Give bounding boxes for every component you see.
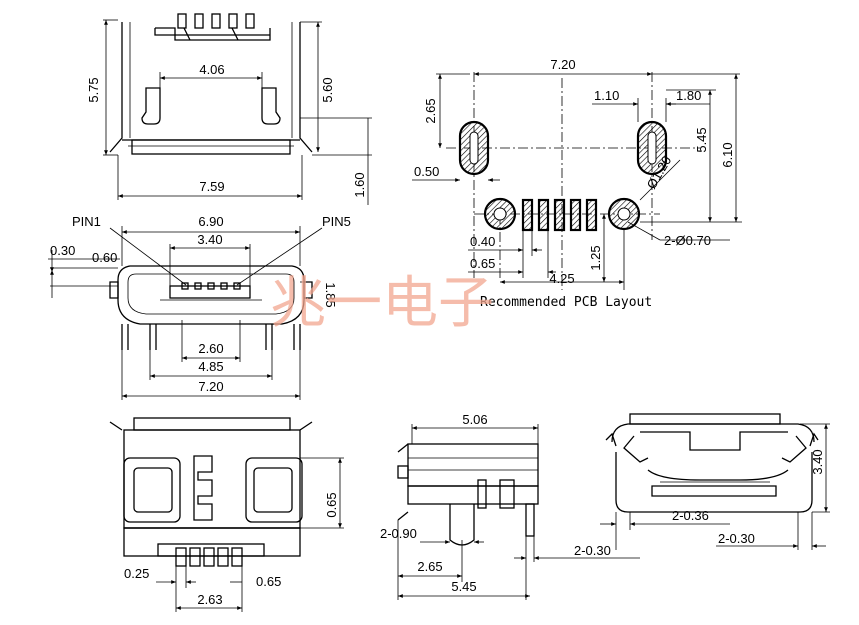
pcb-dim-050: 0.50 [414,164,439,179]
dim-185: 1.85 [323,282,338,307]
rear-dim-036: 2-0.36 [672,508,709,523]
front-view: PIN1 PIN5 6.90 3.40 0.30 0.60 1.85 2.60 … [48,214,351,400]
pcb-dim-125: 1.25 [588,245,603,270]
side-dim-506: 5.06 [462,412,487,427]
pcb-dim-720: 7.20 [550,57,575,72]
pcb-dim-265: 2.65 [423,98,438,123]
pcb-dim-545: 5.45 [694,127,709,152]
pcb-layout: 7.20 1.10 1.80 2.65 5.45 6.10 0.50 Ø1.20… [412,57,742,310]
pcb-dim-040: 0.40 [470,234,495,249]
bottom-dim-025: 0.25 [124,566,149,581]
dim-030: 0.30 [50,243,75,258]
dim-160: 1.60 [352,172,367,197]
pin1-label: PIN1 [72,214,101,229]
bottom-dim-263: 2.63 [197,592,222,607]
dim-759: 7.59 [199,179,224,194]
top-view: 5.75 5.60 4.06 7.59 1.60 [86,13,372,205]
dim-560: 5.60 [320,77,335,102]
dim-575: 5.75 [86,77,101,102]
dim-340: 3.40 [197,232,222,247]
side-dim-545: 5.45 [451,579,476,594]
pcb-dim-065: 0.65 [470,256,495,271]
side-dim-090: 2-0.90 [380,526,417,541]
pcb-dim-holes: 2-Ø0.70 [664,233,711,248]
pcb-dim-610: 6.10 [720,142,735,167]
dim-060: 0.60 [92,250,117,265]
dim-720a: 7.20 [198,379,223,394]
pcb-dim-180: 1.80 [676,88,701,103]
bottom-view: 0.65 0.25 0.65 2.63 [109,417,344,612]
pcb-dim-425: 4.25 [549,271,574,286]
side-view: 5.06 2-0.90 2.65 2-0.30 5.45 [380,412,640,600]
dim-485: 4.85 [198,359,223,374]
rear-dim-340: 3.40 [810,449,825,474]
pin5-label: PIN5 [322,214,351,229]
side-dim-030: 2-0.30 [574,543,611,558]
dim-260: 2.60 [198,341,223,356]
dim-690: 6.90 [198,214,223,229]
bottom-dim-065b: 0.65 [256,574,281,589]
rear-view: 3.40 2-0.36 2-0.30 [600,413,830,550]
dim-406: 4.06 [199,62,224,77]
side-dim-265: 2.65 [417,559,442,574]
pcb-caption: Recommended PCB Layout [480,295,652,310]
bottom-dim-065: 0.65 [324,492,339,517]
rear-dim-030: 2-0.30 [718,531,755,546]
pcb-dim-110: 1.10 [594,88,619,103]
watermark: 兆一电子 [270,271,494,336]
